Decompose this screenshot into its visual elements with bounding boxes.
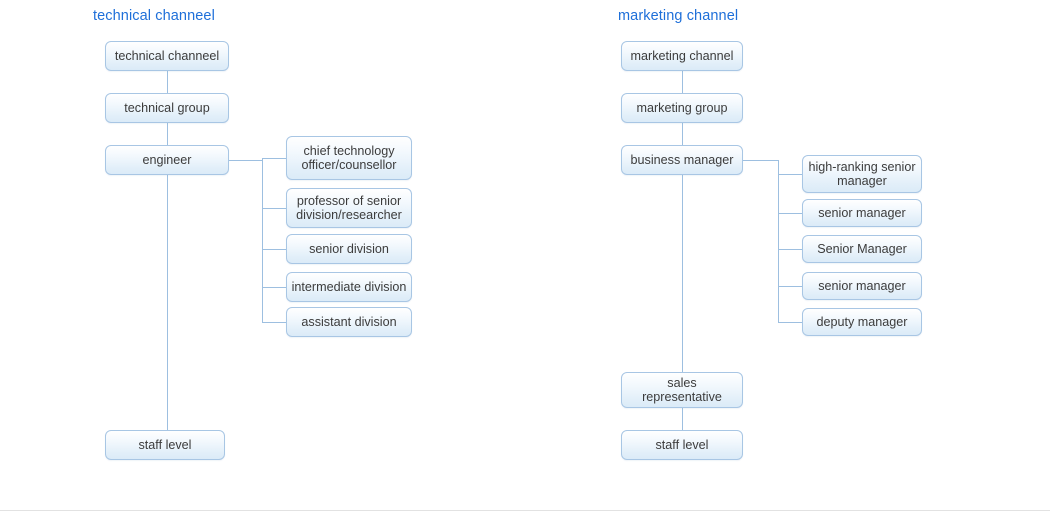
node-technical-engineer[interactable]: engineer	[105, 145, 229, 175]
connector-technical-spine-0	[167, 71, 168, 93]
node-label: senior manager	[818, 279, 906, 293]
node-marketing-child-0[interactable]: high-ranking senior manager	[802, 155, 922, 193]
connector-marketing-branch-stub	[743, 160, 778, 161]
connector-marketing-branch-0	[778, 174, 802, 175]
node-label: professor of senior division/researcher	[296, 194, 402, 222]
connector-marketing-branch-trunk	[778, 160, 779, 322]
node-label: intermediate division	[291, 280, 407, 294]
node-technical-staff-level[interactable]: staff level	[105, 430, 225, 460]
connector-technical-branch-4	[262, 322, 286, 323]
connector-marketing-branch-2	[778, 249, 802, 250]
connector-marketing-spine-3	[682, 408, 683, 430]
node-technical-child-1[interactable]: professor of senior division/researcher	[286, 188, 412, 228]
node-marketing-marketing-channel[interactable]: marketing channel	[621, 41, 743, 71]
connector-technical-branch-1	[262, 208, 286, 209]
connector-technical-branch-3	[262, 287, 286, 288]
connector-marketing-branch-4	[778, 322, 802, 323]
node-label: assistant division	[301, 315, 397, 329]
connector-marketing-spine-2	[682, 175, 683, 372]
column-title-marketing: marketing channel	[618, 8, 739, 24]
footer-divider	[0, 510, 1050, 511]
node-label: staff level	[138, 438, 192, 452]
node-marketing-marketing-group[interactable]: marketing group	[621, 93, 743, 123]
node-technical-technical-channeel[interactable]: technical channeel	[105, 41, 229, 71]
node-label: sales representative	[642, 376, 722, 404]
connector-technical-spine-2	[167, 175, 168, 430]
connector-technical-branch-trunk	[262, 158, 263, 322]
connector-marketing-branch-1	[778, 213, 802, 214]
node-marketing-business-manager[interactable]: business manager	[621, 145, 743, 175]
connector-technical-branch-stub	[229, 160, 262, 161]
node-label: staff level	[655, 438, 709, 452]
node-label: technical channeel	[114, 49, 220, 63]
connector-technical-branch-2	[262, 249, 286, 250]
node-marketing-child-2[interactable]: Senior Manager	[802, 235, 922, 263]
node-technical-child-3[interactable]: intermediate division	[286, 272, 412, 302]
node-marketing-child-3[interactable]: senior manager	[802, 272, 922, 300]
column-title-technical: technical channeel	[93, 8, 215, 24]
node-marketing-staff-level[interactable]: staff level	[621, 430, 743, 460]
node-technical-child-2[interactable]: senior division	[286, 234, 412, 264]
node-technical-child-4[interactable]: assistant division	[286, 307, 412, 337]
node-label: marketing group	[636, 101, 728, 115]
node-label: deputy manager	[816, 315, 908, 329]
node-label: senior manager	[818, 206, 906, 220]
node-label: marketing channel	[630, 49, 734, 63]
connector-technical-spine-1	[167, 123, 168, 145]
node-label: business manager	[630, 153, 734, 167]
node-label: chief technology officer/counsellor	[301, 144, 397, 172]
node-label: high-ranking senior manager	[808, 160, 916, 188]
node-marketing-child-1[interactable]: senior manager	[802, 199, 922, 227]
node-marketing-child-4[interactable]: deputy manager	[802, 308, 922, 336]
node-marketing-sales-representative[interactable]: sales representative	[621, 372, 743, 408]
node-technical-child-0[interactable]: chief technology officer/counsellor	[286, 136, 412, 180]
node-label: senior division	[309, 242, 389, 256]
node-label: engineer	[142, 153, 192, 167]
connector-marketing-spine-0	[682, 71, 683, 93]
node-label: Senior Manager	[817, 242, 907, 256]
node-technical-technical-group[interactable]: technical group	[105, 93, 229, 123]
connector-marketing-branch-3	[778, 286, 802, 287]
node-label: technical group	[124, 101, 210, 115]
connector-technical-branch-0	[262, 158, 286, 159]
connector-marketing-spine-1	[682, 123, 683, 145]
